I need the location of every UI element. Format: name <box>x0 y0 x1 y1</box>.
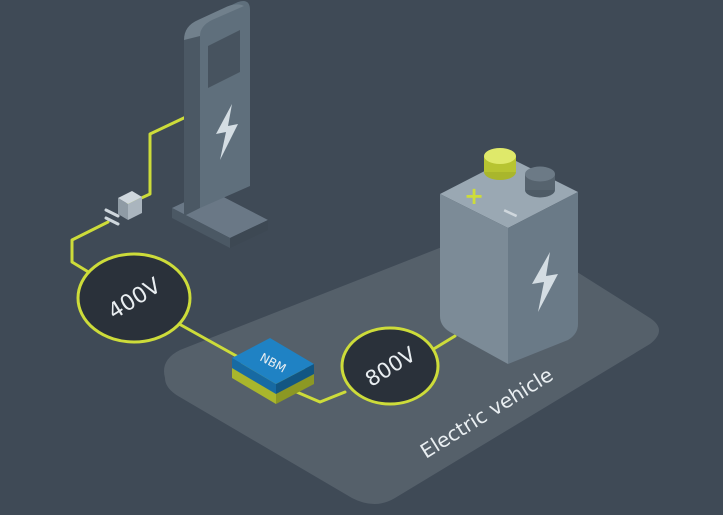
battery-positive-symbol: + <box>464 182 484 210</box>
nbm-module-icon: NBM <box>232 338 314 404</box>
lightning-bolt-icon <box>216 104 238 160</box>
battery-icon: + − <box>440 148 578 364</box>
charger-voltage-badge: 400V <box>76 252 192 344</box>
lightning-bolt-icon <box>532 252 558 312</box>
plug-icon <box>104 191 142 226</box>
charging-station-icon <box>172 1 268 248</box>
battery-voltage-badge: 800V <box>340 326 440 406</box>
